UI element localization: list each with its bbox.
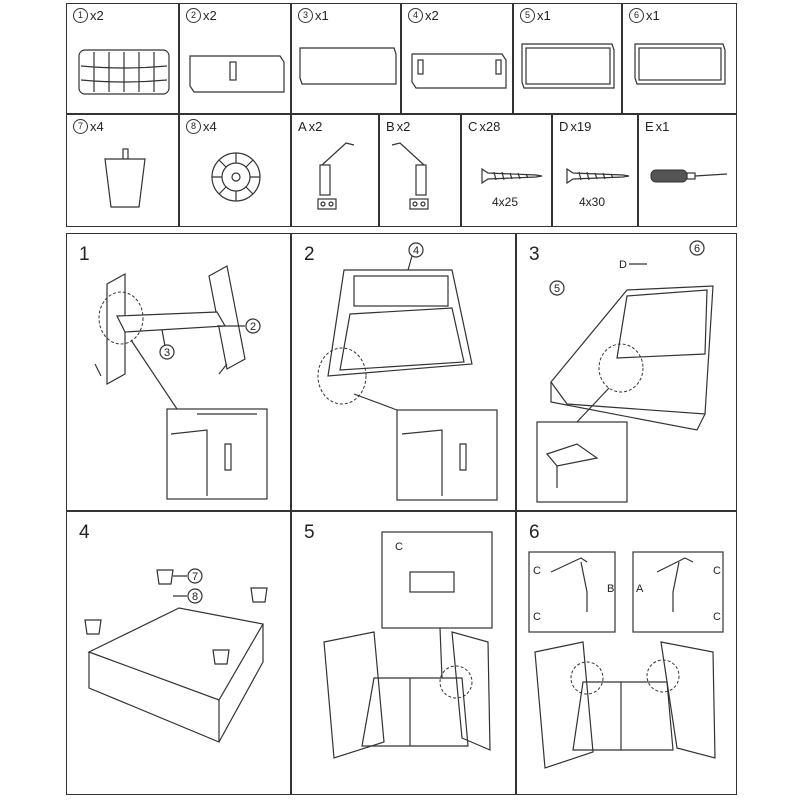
step-panel-4: 4 7 8 — [66, 511, 291, 795]
screw-icon — [481, 167, 543, 185]
callout-d: D — [619, 259, 627, 271]
callout-7: 7 — [192, 571, 198, 583]
panel-with-brackets-icon — [411, 53, 507, 89]
callout-b: B — [607, 583, 614, 595]
screw-icon — [566, 167, 630, 185]
callout-4: 4 — [413, 245, 419, 257]
step-panel-1: 1 2 3 — [66, 233, 291, 511]
callout-c: C — [395, 541, 403, 553]
callout-c-right-bottom: C — [713, 611, 721, 623]
screwdriver-icon — [650, 169, 728, 183]
step-2-diagram: 4 — [317, 242, 498, 501]
step-number: 1 — [79, 244, 90, 265]
frame-panel-icon — [634, 43, 726, 85]
step-5-diagram: C — [323, 531, 493, 759]
step-number: 2 — [304, 244, 315, 265]
callout-2: 2 — [250, 321, 256, 333]
plain-panel-icon — [299, 47, 397, 85]
step-panel-3: 3 D 6 5 — [516, 233, 737, 511]
side-panel-with-bracket-icon — [189, 55, 285, 93]
callout-c-left-bottom: C — [533, 611, 541, 623]
step-panel-6: 6 C B C A C C — [516, 511, 737, 795]
step-6-diagram: C B C A C C — [528, 551, 724, 769]
callout-6: 6 — [694, 243, 700, 255]
leg-icon — [104, 148, 146, 208]
step-panel-5: 5 C — [291, 511, 516, 795]
callout-8: 8 — [192, 591, 198, 603]
hinge-a-icon — [317, 142, 355, 210]
step-1-diagram: 2 3 — [94, 265, 268, 500]
step-number: 6 — [529, 522, 540, 543]
frame-panel-icon — [521, 43, 615, 89]
step-number: 4 — [79, 522, 90, 543]
callout-a: A — [636, 583, 644, 595]
step-number: 5 — [304, 522, 315, 543]
washer-icon — [211, 152, 261, 202]
step-4-diagram: 7 8 — [84, 568, 268, 743]
callout-5: 5 — [554, 283, 560, 295]
callout-c-left-top: C — [533, 565, 541, 577]
hinge-b-icon — [391, 142, 429, 210]
screw-c-size: 4x25 — [492, 195, 519, 209]
screw-d-size: 4x30 — [579, 195, 606, 209]
callout-3: 3 — [164, 347, 170, 359]
step-number: 3 — [529, 244, 540, 265]
step-panel-2: 2 4 — [291, 233, 516, 511]
tufted-back-cushion-icon — [78, 49, 170, 95]
callout-c-right-top: C — [713, 565, 721, 577]
step-3-diagram: D 6 5 — [536, 240, 714, 503]
